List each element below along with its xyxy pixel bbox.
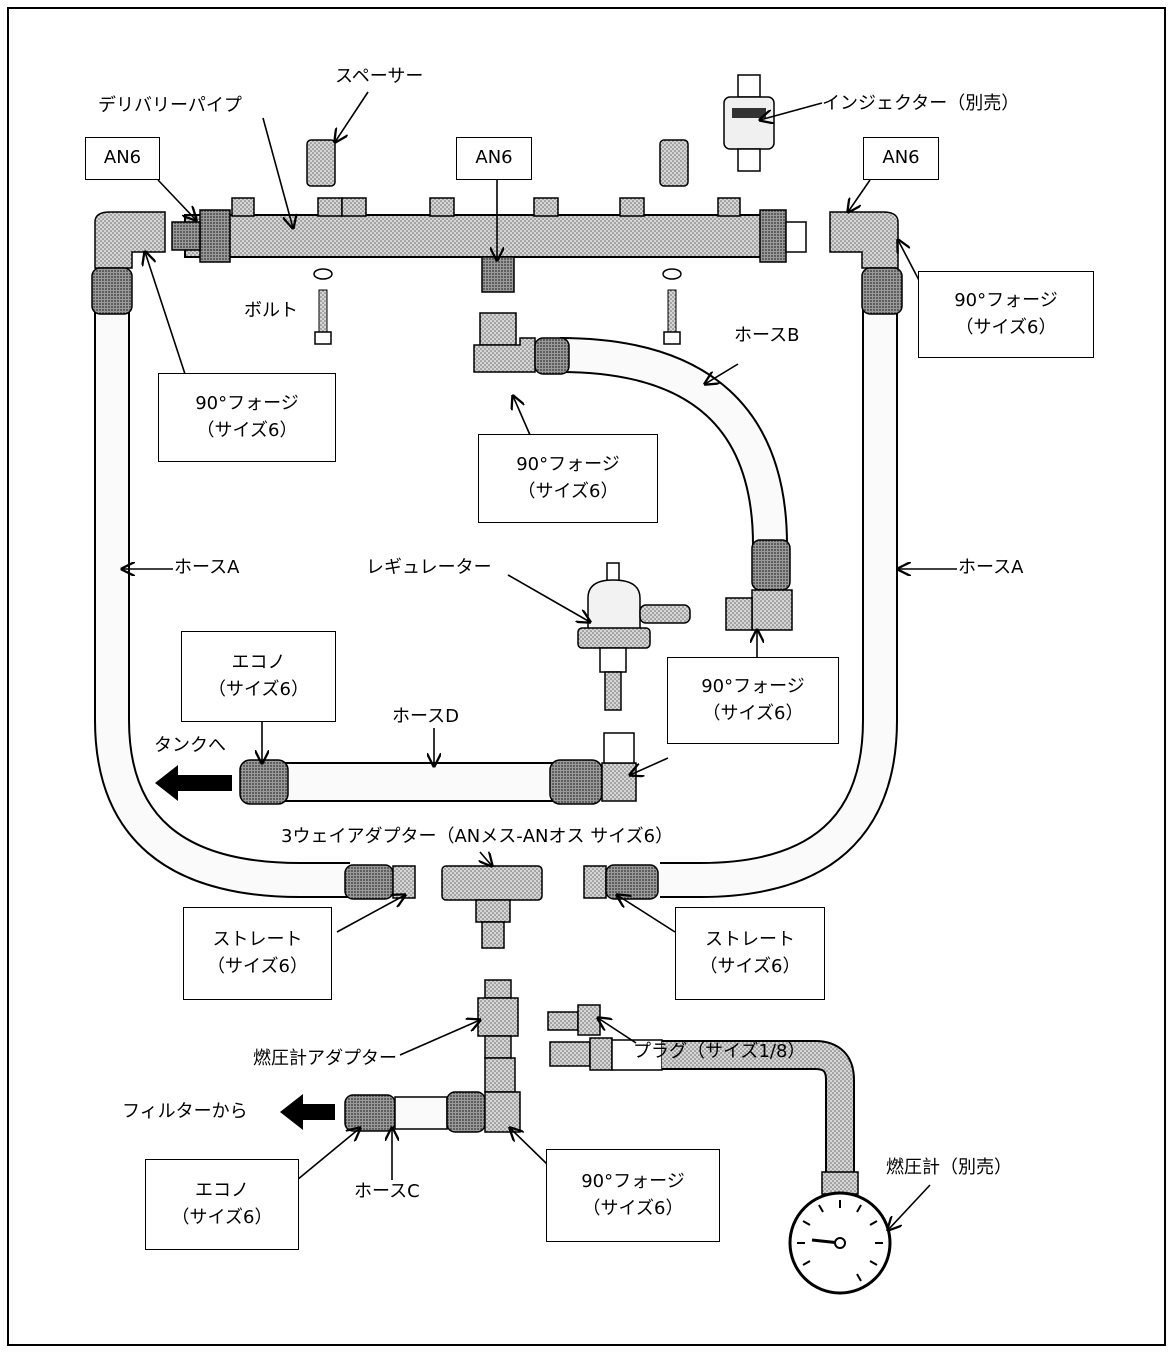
label-econo-bottom-line2: （サイズ6） xyxy=(171,1206,273,1228)
label-forge-hose-d-line2: （サイズ6） xyxy=(702,702,804,724)
hose-c xyxy=(344,1091,486,1133)
label-hose-d: ホースD xyxy=(392,706,459,727)
diagram-frame xyxy=(7,7,1166,1346)
forge-fitting-hose-b-top xyxy=(473,312,570,375)
label-hose-a-right: ホースA xyxy=(958,557,1024,578)
label-an6-right-text: AN6 xyxy=(882,147,920,169)
label-econo-top-line2: （サイズ6） xyxy=(208,678,309,700)
label-an6-left-text: AN6 xyxy=(103,147,142,169)
plug xyxy=(547,1004,601,1036)
label-straight-left-line2: （サイズ6） xyxy=(207,955,308,977)
hose-a-left xyxy=(94,310,350,898)
label-econo-top: エコノ （サイズ6） xyxy=(181,631,336,722)
forge-fitting-top-left xyxy=(91,211,166,315)
label-three-way-adapter: 3ウェイアダプター（ANメス-ANオス サイズ6） xyxy=(281,826,674,847)
label-bolt: ボルト xyxy=(244,300,298,321)
label-from-filter: フィルターから xyxy=(122,1101,248,1122)
label-fuel-pressure-gauge: 燃圧計（別売） xyxy=(886,1157,1012,1178)
leader-gauge-adapter xyxy=(399,1020,480,1056)
label-econo-bottom: エコノ （サイズ6） xyxy=(145,1159,299,1250)
leader-forge-hose-b-top xyxy=(513,396,531,436)
leader-econo-bottom xyxy=(296,1128,360,1181)
leader-injector xyxy=(760,102,823,120)
label-forge-top-left: 90°フォージ （サイズ6） xyxy=(158,373,336,462)
label-forge-top-left-line2: （サイズ6） xyxy=(196,419,298,441)
label-gauge-adapter: 燃圧計アダプター xyxy=(253,1048,397,1069)
leader-three-way xyxy=(480,852,492,866)
spacer-left xyxy=(306,139,336,187)
leader-plug xyxy=(598,1018,637,1044)
from-filter-arrow xyxy=(280,1094,335,1130)
label-forge-top-right-line2: （サイズ6） xyxy=(955,316,1057,338)
label-an6-center-text: AN6 xyxy=(475,147,513,169)
label-forge-bottom-line2: （サイズ6） xyxy=(582,1197,684,1219)
label-spacer: スペーサー xyxy=(335,66,424,87)
label-econo-top-line1: エコノ xyxy=(231,652,286,674)
spacer-right xyxy=(659,139,689,187)
leader-spacer xyxy=(335,91,369,142)
leader-an6-left xyxy=(157,179,196,220)
delivery-pipe xyxy=(171,197,807,293)
leader-straight-left xyxy=(336,895,405,933)
injector xyxy=(723,74,775,172)
label-forge-bottom: 90°フォージ （サイズ6） xyxy=(546,1149,720,1242)
forge-fitting-hose-b-bottom xyxy=(725,539,793,631)
label-an6-right: AN6 xyxy=(863,137,939,180)
label-forge-top-right: 90°フォージ （サイズ6） xyxy=(918,271,1094,358)
label-forge-top-right-line1: 90°フォージ xyxy=(954,290,1058,312)
label-regulator: レギュレーター xyxy=(366,557,492,578)
label-forge-hose-d: 90°フォージ （サイズ6） xyxy=(667,657,839,744)
leader-an6-right xyxy=(848,179,871,212)
to-tank-arrow xyxy=(155,765,232,801)
label-straight-right-line2: （サイズ6） xyxy=(699,955,801,977)
label-forge-hose-b-top: 90°フォージ （サイズ6） xyxy=(478,434,658,523)
regulator xyxy=(577,562,691,711)
gauge-adapter xyxy=(477,979,519,1059)
label-straight-right-line1: ストレート xyxy=(705,929,795,951)
label-injector: インジェクター（別売） xyxy=(822,93,1020,114)
leader-regulator xyxy=(507,574,590,622)
three-way-adapter xyxy=(441,865,543,949)
label-to-tank: タンクへ xyxy=(154,735,226,756)
leader-forge-hose-d xyxy=(630,757,669,775)
leader-straight-right xyxy=(617,895,676,933)
hose-a-right xyxy=(660,310,898,898)
label-hose-a-left: ホースA xyxy=(174,557,240,578)
straight-fitting-left xyxy=(344,864,416,900)
leader-gauge xyxy=(888,1184,931,1230)
straight-fitting-right xyxy=(583,864,659,900)
label-straight-left-line1: ストレート xyxy=(212,929,303,951)
leader-hose-b xyxy=(705,363,739,384)
label-plug: プラグ（サイズ1/8） xyxy=(633,1041,806,1062)
leader-forge-bottom xyxy=(510,1128,549,1166)
label-hose-b: ホースB xyxy=(734,325,800,346)
label-forge-bottom-line1: 90°フォージ xyxy=(581,1171,685,1193)
label-hose-c: ホースC xyxy=(354,1181,420,1202)
label-econo-bottom-line1: エコノ xyxy=(195,1180,249,1202)
label-forge-hose-d-line1: 90°フォージ xyxy=(701,676,805,698)
hose-d xyxy=(239,732,637,805)
label-straight-left: ストレート （サイズ6） xyxy=(183,907,332,1000)
bolt-left xyxy=(313,268,333,345)
label-an6-left: AN6 xyxy=(85,137,160,180)
leader-forge-top-left xyxy=(145,252,186,375)
forge-fitting-top-right xyxy=(829,211,903,315)
label-straight-right: ストレート （サイズ6） xyxy=(675,907,825,1000)
label-forge-hose-b-top-line2: （サイズ6） xyxy=(517,480,619,502)
label-an6-center: AN6 xyxy=(456,137,532,180)
hose-b xyxy=(559,337,788,546)
forge-fitting-bottom xyxy=(484,1057,521,1133)
label-forge-hose-b-top-line1: 90°フォージ xyxy=(516,454,620,476)
label-delivery-pipe: デリバリーパイプ xyxy=(98,95,242,116)
fuel-pressure-gauge xyxy=(788,1191,892,1295)
fuel-pressure-gauge-hose xyxy=(549,1037,859,1195)
label-forge-top-left-line1: 90°フォージ xyxy=(195,393,299,415)
leader-delivery-pipe xyxy=(262,117,293,228)
bolt-right xyxy=(662,268,682,345)
